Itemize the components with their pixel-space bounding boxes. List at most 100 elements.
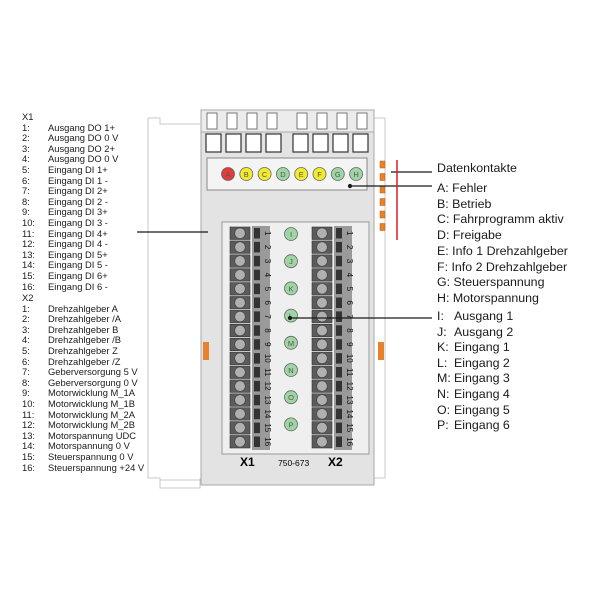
list-item-text: Drehzahlgeber Z — [48, 344, 118, 356]
terminal-number: 10 — [263, 354, 272, 363]
list-item-text: Eingang DI 6 - — [48, 280, 108, 292]
io-led-letter: O — [288, 393, 294, 402]
terminal-x1-3: 3 — [229, 254, 272, 268]
terminal-slot — [254, 228, 260, 239]
status-led-letter: H — [353, 170, 358, 179]
top-connector-slots — [205, 133, 369, 153]
list-item-number: 15: — [22, 450, 36, 462]
io-led-l — [284, 308, 298, 323]
terminal-screw — [234, 297, 246, 309]
list-item: 15:Eingang DI 6+ — [22, 270, 118, 282]
list-item-number: 9: — [22, 206, 30, 218]
terminal-x2-5: 5 — [311, 282, 354, 296]
io-led-letter: N — [288, 366, 293, 375]
terminal-screw — [316, 380, 328, 392]
list-item-text: Ausgang DO 0 V — [48, 153, 119, 165]
led-legend-item: G: Steuerspannung — [437, 275, 545, 290]
terminal-slot — [336, 436, 342, 447]
list-item: 3:Drehzahlgeber B — [22, 323, 144, 336]
terminal-number: 12 — [345, 382, 354, 391]
list-item-number: 3: — [22, 323, 30, 335]
io-led-k — [284, 281, 298, 296]
terminal-number: 13 — [263, 396, 272, 405]
list-item-number: 1: — [22, 302, 30, 314]
io-legend-letter: I: — [437, 309, 444, 323]
status-led-letter: E — [299, 170, 304, 179]
list-item: 11:Motorwicklung M_2A — [22, 409, 144, 421]
list-item: 3:Ausgang DO 2+ — [22, 143, 118, 155]
io-led-p — [284, 417, 298, 432]
io-legend-text: Ausgang 2 — [454, 324, 514, 339]
terminal-screw — [316, 297, 328, 309]
list-item: 6:Drehzahlgeber /Z — [22, 356, 144, 368]
terminal-x2-15: 15 — [311, 421, 354, 435]
terminal-number: 3 — [345, 259, 354, 264]
terminal-screw — [234, 436, 246, 448]
data-contacts-label: Datenkontakte — [437, 161, 517, 175]
terminal-number: 11 — [263, 368, 272, 377]
io-legend-letter: O: — [437, 402, 451, 417]
terminal-slot — [254, 339, 260, 350]
terminal-number: 11 — [345, 368, 354, 377]
io-legend-text: Eingang 2 — [454, 355, 510, 370]
list-item-text: Geberversorgung 0 V — [48, 376, 138, 388]
terminal-strip-x1 — [252, 226, 270, 450]
terminal-x1-13: 13 — [229, 393, 272, 407]
terminal-number: 9 — [345, 342, 354, 347]
list-item: 16:Steuerspannung +24 V — [22, 462, 144, 474]
io-led-o — [284, 390, 298, 405]
io-legend-text: Eingang 6 — [454, 418, 510, 433]
list-item-number: 1: — [22, 121, 30, 133]
terminal-number: 16 — [345, 437, 354, 446]
list-item: 5:Eingang DI 1+ — [22, 164, 118, 176]
list-item-number: 16: — [22, 280, 36, 292]
status-led-letter: G — [335, 170, 341, 179]
list-item: 15:Steuerspannung 0 V — [22, 450, 144, 463]
terminal-screw — [316, 283, 328, 295]
terminal-x1-11: 11 — [229, 365, 272, 379]
terminal-x2-12: 12 — [311, 379, 354, 393]
terminal-screw — [316, 241, 328, 253]
list-item: 1:Drehzahlgeber A — [22, 302, 144, 315]
x2-connector-label: X2 — [328, 455, 343, 469]
list-item-number: 14: — [22, 259, 36, 271]
list-item: 2:Ausgang DO 0 V — [22, 133, 118, 144]
list-item-number: 7: — [22, 185, 30, 197]
terminal-x2-14: 14 — [311, 407, 354, 421]
terminal-number: 7 — [345, 314, 354, 319]
right-orange-contact — [378, 342, 384, 360]
list-item: 11:Eingang DI 4+ — [22, 228, 118, 240]
status-led-d — [275, 167, 290, 181]
terminal-slot — [336, 367, 342, 378]
terminal-screw — [234, 394, 246, 406]
list-item-text: Motorwicklung M_1A — [48, 387, 136, 399]
list-item-number: 9: — [22, 387, 30, 399]
terminal-slot — [254, 408, 260, 420]
terminal-number: 10 — [345, 354, 354, 363]
terminal-screw — [234, 338, 246, 351]
terminal-x2-7: 7 — [311, 310, 354, 324]
io-led-letter: I — [290, 230, 292, 239]
list-item: 16: Eingang DI 6 - — [22, 280, 118, 293]
terminal-blocks: 1234567891011121314151612345678910111213… — [229, 226, 354, 450]
list-item: 6:Eingang DI 1 - — [22, 175, 118, 187]
terminal-screw — [316, 338, 328, 351]
status-led-a — [221, 167, 235, 181]
terminal-x2-6: 6 — [311, 296, 354, 310]
list-item: 9: Motorwicklung M_1A — [22, 388, 144, 399]
list-item-text: Eingang DI 3 - — [48, 216, 108, 228]
status-led-e — [294, 167, 309, 181]
io-led-n — [284, 363, 298, 377]
terminal-screw — [316, 269, 328, 281]
data-contact-pin — [379, 210, 386, 219]
io-legend-text: Eingang 5 — [454, 402, 510, 417]
terminal-slot — [336, 408, 342, 420]
terminal-number: 15 — [263, 423, 272, 432]
status-led-b — [239, 167, 254, 181]
led-legend-item: C: Fahrprogramm aktiv — [437, 212, 564, 227]
io-led-j — [284, 254, 298, 269]
terminal-slot — [254, 353, 260, 364]
terminal-x2-1: 1 — [311, 226, 354, 240]
terminal-strip-x2 — [334, 226, 352, 450]
